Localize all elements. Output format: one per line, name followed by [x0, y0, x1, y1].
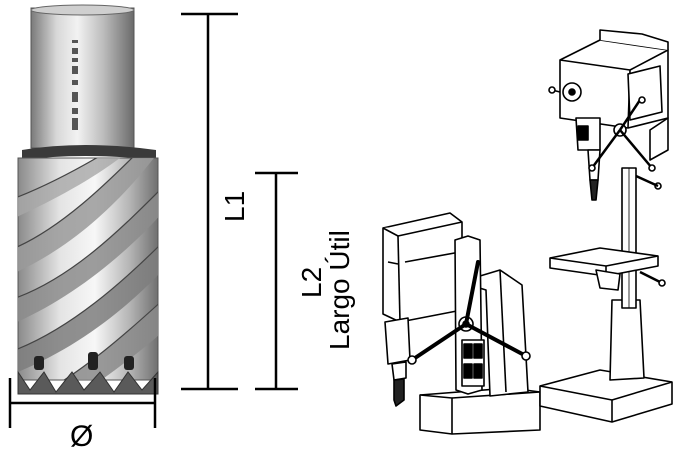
l1-dimension [181, 12, 238, 391]
diameter-label: Ø [70, 420, 94, 453]
l2-dimension [255, 171, 298, 391]
diameter-dimension [8, 378, 157, 428]
l1-label: L1 [219, 190, 250, 222]
l2-sub-label: Largo Útil [324, 230, 355, 350]
annular-cutter-icon [17, 4, 159, 395]
magnetic-drill-icon [382, 212, 541, 435]
drill-press-icon [539, 29, 673, 423]
